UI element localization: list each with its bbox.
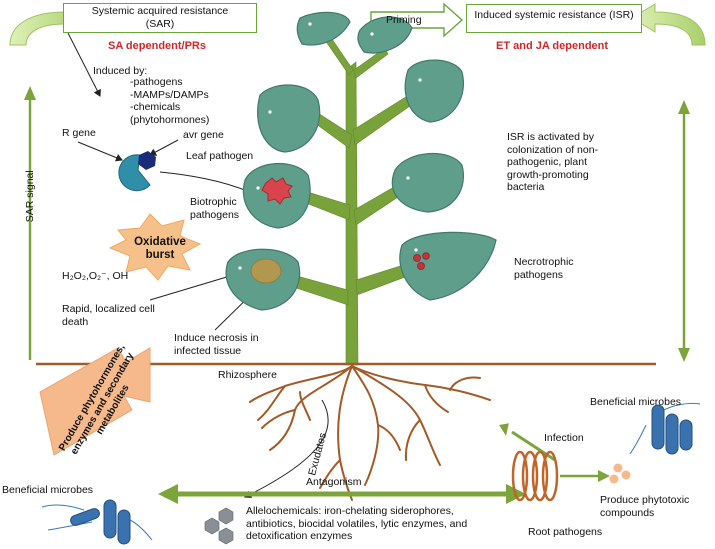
beneficial-microbes-left-label: Beneficial microbes	[2, 484, 94, 496]
beneficial-microbes-right-label: Beneficial microbes	[590, 396, 682, 408]
isr-activation-text: ISR is activated by colonization of non-…	[507, 131, 599, 193]
oxidative-burst-label: Oxidative burst	[134, 236, 186, 261]
r-gene-label: R gene	[62, 127, 96, 139]
phytotoxic-label: Produce phytotoxic compounds	[600, 494, 690, 519]
isr-dependency: ET and JA dependent	[496, 40, 609, 52]
produce-arrow-shape	[39, 347, 151, 456]
plant-roots	[249, 365, 491, 501]
beneficial-microbes-right-icon	[629, 402, 701, 455]
avr-gene-icon	[138, 151, 156, 170]
necrosis-patch	[250, 258, 282, 284]
allelochemicals-label: Allelochemicals: iron-chelating sideroph…	[246, 505, 468, 542]
biotrophic-lesion	[261, 177, 293, 205]
isr-double-arrow	[678, 100, 690, 362]
beneficial-microbes-left-icon	[41, 499, 153, 545]
rhizosphere-label: Rhizosphere	[218, 369, 277, 381]
cell-death-label: Rapid, localized cell death	[62, 303, 155, 328]
root-pathogen-icon	[511, 450, 559, 502]
antagonism-label: Antagonism	[306, 476, 362, 488]
leaf-highlights	[238, 22, 422, 270]
induced-by-title: Induced by:	[93, 65, 148, 77]
priming-label: Priming	[386, 14, 422, 26]
phytotoxic-compound-icon	[609, 463, 631, 484]
leaf-pathogen-label: Leaf pathogen	[186, 150, 254, 162]
avr-gene-label: avr gene	[183, 129, 224, 141]
sar-signal-label: SAR signal	[23, 170, 36, 223]
allelochemical-hexagon-icon	[204, 507, 234, 545]
induced-by-list: -pathogens -MAMPs/DAMPs -chemicals (phyt…	[130, 76, 210, 126]
necrotrophic-lesions	[413, 252, 430, 270]
necrosis-label: Induce necrosis in infected tissue	[174, 332, 259, 357]
infection-label: Infection	[544, 432, 584, 444]
root-pathogens-label: Root pathogens	[528, 526, 603, 538]
oxidative-burst-icon	[108, 213, 202, 281]
ros-label: H₂O₂,O₂⁻, OH	[62, 270, 129, 282]
biotrophic-label: Biotrophic pathogens	[190, 196, 240, 221]
necrotrophic-label: Necrotrophic pathogens	[514, 256, 574, 281]
infection-arrow	[499, 423, 556, 462]
sar-box: Systemic acquired resistance (SAR)	[63, 3, 257, 33]
right-curved-arrow	[631, 3, 706, 46]
sar-dependency: SA dependent/PRs	[108, 40, 206, 52]
sar-signal-arrow	[24, 86, 36, 360]
phytotoxic-arrow	[560, 470, 610, 482]
r-gene-receptor-icon	[118, 154, 151, 192]
isr-box: Induced systemic resistance (ISR)	[466, 4, 642, 33]
